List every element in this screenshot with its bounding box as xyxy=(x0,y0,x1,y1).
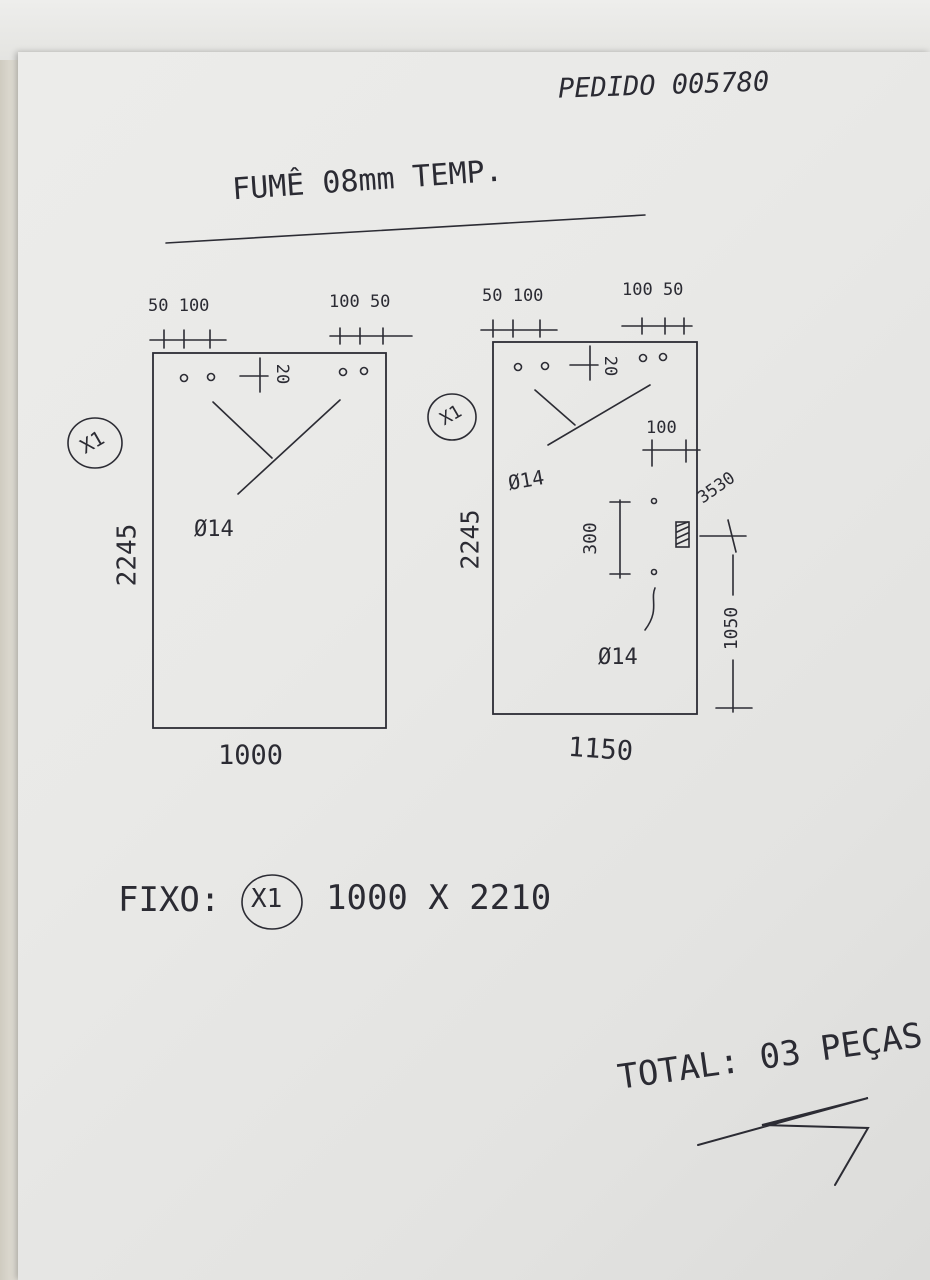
hole-circle xyxy=(338,367,348,377)
left-side-dim-label: 20 xyxy=(272,363,293,385)
hole-circle xyxy=(638,353,648,363)
leader-line xyxy=(212,401,273,459)
right-side-dim-label: 20 xyxy=(600,355,621,377)
hole-circle xyxy=(206,372,216,382)
left-offset-label-left: 50 100 xyxy=(148,296,210,316)
hole-circle xyxy=(650,568,658,576)
left-quantity-circle xyxy=(67,417,123,469)
right-panel-outline xyxy=(492,341,698,715)
signature xyxy=(697,1097,870,1186)
right-height-label: 2245 xyxy=(455,509,485,570)
left-width-label: 1000 xyxy=(218,740,284,771)
hole-circle xyxy=(179,373,189,383)
lock-hatching xyxy=(676,521,689,545)
left-panel-outline xyxy=(152,352,387,729)
leader-line xyxy=(644,587,656,631)
right-lower-dim-label: 1050 xyxy=(721,606,743,651)
title-underline xyxy=(165,214,646,244)
right-quantity-circle xyxy=(427,393,477,441)
hole-circle xyxy=(513,362,523,372)
leader-line xyxy=(547,384,651,446)
right-offset-label-right: 100 50 xyxy=(622,280,684,300)
background-surface xyxy=(0,0,930,60)
lock-cutout xyxy=(675,521,690,548)
hole-circle xyxy=(359,366,369,376)
dim-tick xyxy=(727,519,737,553)
hole-circle xyxy=(540,361,550,371)
right-width-label: 1150 xyxy=(566,731,635,768)
right-edge-offset-label: 100 xyxy=(646,418,677,438)
right-lock-hole-diameter-label: Ø14 xyxy=(598,645,638,670)
left-offset-label-right: 100 50 xyxy=(329,292,391,312)
fixed-label: FIXO: xyxy=(118,880,221,920)
leader-line xyxy=(534,389,576,426)
right-offset-label-left: 50 100 xyxy=(482,286,544,306)
hole-circle xyxy=(650,497,658,505)
left-hole-diameter-label: Ø14 xyxy=(194,517,234,542)
paper-edge xyxy=(0,60,20,1280)
hole-circle xyxy=(658,352,668,362)
fixed-quantity-label: X1 xyxy=(251,884,283,914)
fixed-quantity-circle xyxy=(241,874,303,930)
right-hole-spacing-label: 300 xyxy=(579,522,601,555)
fixed-dimensions: 1000 X 2210 xyxy=(326,878,552,918)
paper-sheet xyxy=(18,52,930,1280)
left-height-label: 2245 xyxy=(112,523,143,587)
leader-line xyxy=(237,399,341,495)
